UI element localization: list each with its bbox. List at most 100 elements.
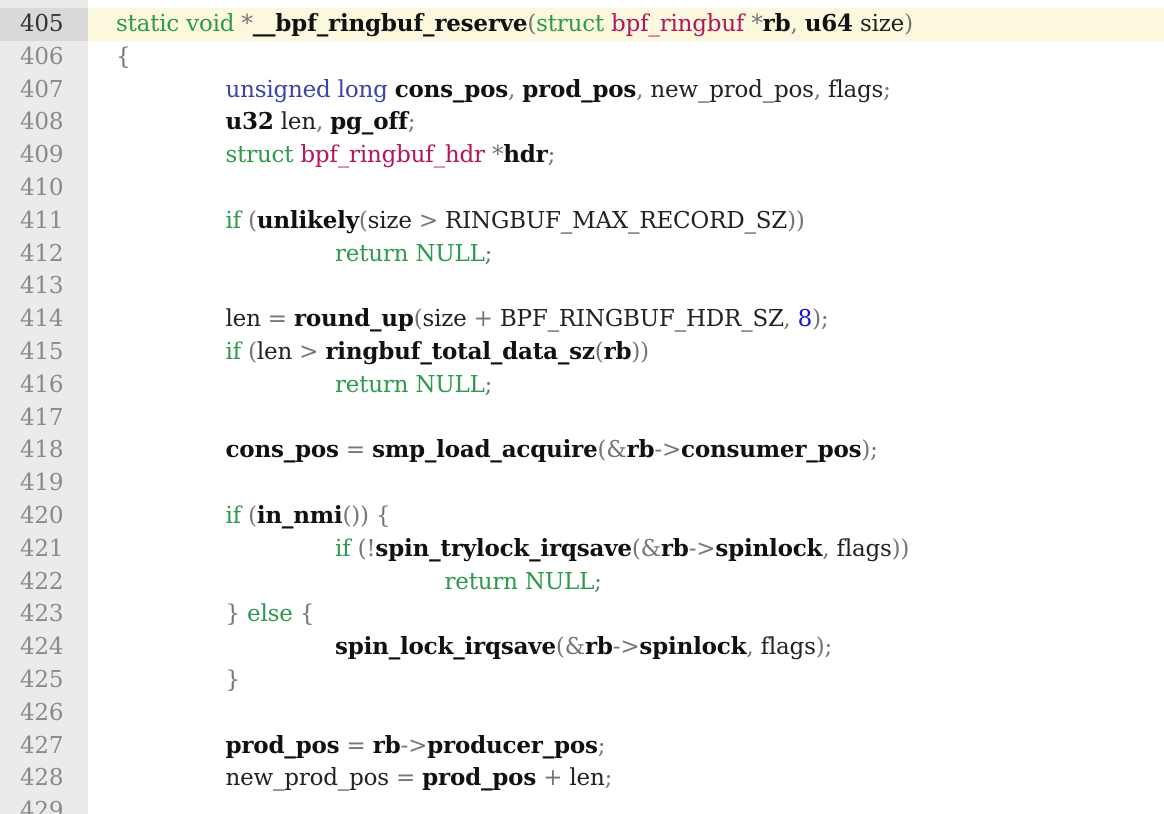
code-token: NULL xyxy=(524,568,595,595)
code-token: -> xyxy=(400,732,428,759)
code-token: ; xyxy=(547,142,556,169)
code-token: return xyxy=(335,371,416,398)
code-token: = xyxy=(339,732,373,759)
code-token: u32 xyxy=(225,108,274,136)
line-number: 429 xyxy=(20,798,64,814)
code-token: > xyxy=(411,207,446,234)
code-text: if (!spin_trylock_irqsave(&rb->spinlock,… xyxy=(335,533,909,566)
line-number: 428 xyxy=(20,765,64,792)
code-token: )) xyxy=(891,535,910,562)
code-token: flags xyxy=(836,535,892,562)
code-text: prod_pos = rb->producer_pos; xyxy=(226,730,606,763)
code-token: round_up xyxy=(293,305,414,333)
code-token: ; xyxy=(597,732,606,759)
line-number: 422 xyxy=(20,568,64,595)
code-token: size xyxy=(852,11,905,37)
code-token: rb xyxy=(584,633,613,661)
code-token: bpf_ringbuf xyxy=(611,11,745,37)
code-text: } xyxy=(226,664,241,697)
code-line[interactable]: 424 spin_lock_irqsave(&rb->spinlock, flag… xyxy=(0,631,1164,664)
line-number: 410 xyxy=(20,174,64,201)
code-token: NULL xyxy=(415,240,485,267)
code-token: RINGBUF_MAX_RECORD_SZ xyxy=(445,207,788,234)
code-text: if (len > ringbuf_total_data_sz(rb)) xyxy=(226,336,650,369)
line-number: 417 xyxy=(20,404,64,431)
code-text: len = round_up(size + BPF_RINGBUF_HDR_SZ… xyxy=(226,303,829,336)
code-token: ( xyxy=(527,11,537,37)
code-text: static void *__bpf_ringbuf_reserve(struc… xyxy=(116,8,913,41)
code-line[interactable]: 429 xyxy=(0,795,1164,814)
code-token: -> xyxy=(654,437,682,464)
code-token: rb xyxy=(603,337,632,365)
code-token: { xyxy=(116,43,131,70)
code-line[interactable]: 406{ xyxy=(0,41,1164,74)
code-line[interactable]: 423} else { xyxy=(0,598,1164,631)
code-token: struct xyxy=(225,142,301,169)
code-token: prod_pos xyxy=(522,75,637,103)
code-token: pg_off xyxy=(330,108,408,136)
line-number: 419 xyxy=(20,470,64,497)
code-token: , xyxy=(636,76,651,103)
code-line[interactable]: 425} xyxy=(0,664,1164,697)
code-token: )) xyxy=(631,338,649,365)
code-token: spin_trylock_irqsave xyxy=(375,534,632,562)
code-token: ; xyxy=(484,371,493,398)
code-token: len xyxy=(273,109,316,136)
code-token: unlikely xyxy=(256,206,359,234)
code-token: smp_load_acquire xyxy=(372,436,598,464)
code-token: cons_pos xyxy=(225,436,339,464)
code-token: rb xyxy=(762,10,791,37)
code-token: return xyxy=(335,240,416,267)
code-token: consumer_pos xyxy=(681,436,862,464)
code-token: , xyxy=(746,634,761,661)
code-token: spin_lock_irqsave xyxy=(335,633,556,661)
code-token: return xyxy=(444,568,525,595)
code-token: hdr xyxy=(503,141,548,169)
code-line[interactable]: 417 xyxy=(0,402,1164,435)
code-text: spin_lock_irqsave(&rb->spinlock, flags); xyxy=(335,631,832,664)
code-token: ); xyxy=(815,634,833,661)
code-text: new_prod_pos = prod_pos + len; xyxy=(226,762,613,795)
code-token: __bpf_ringbuf_reserve xyxy=(252,10,528,37)
code-token: size xyxy=(367,207,412,234)
code-token: ) xyxy=(904,11,913,37)
code-token: ; xyxy=(407,109,416,136)
code-text: } else { xyxy=(226,598,315,631)
code-line[interactable]: 410 xyxy=(0,172,1164,205)
code-token: rb xyxy=(626,436,655,464)
code-text: cons_pos = smp_load_acquire(&rb->consume… xyxy=(226,434,878,467)
code-token: ); xyxy=(861,437,878,464)
code-text: return NULL; xyxy=(335,369,492,402)
code-token: ; xyxy=(604,765,613,792)
code-token: len xyxy=(225,306,261,333)
code-text: if (unlikely(size > RINGBUF_MAX_RECORD_S… xyxy=(226,205,805,238)
code-token: ); xyxy=(812,306,829,333)
code-text: if (in_nmi()) { xyxy=(226,500,391,533)
line-number: 424 xyxy=(20,634,64,661)
code-line[interactable]: 413 xyxy=(0,270,1164,303)
code-line[interactable]: 419 xyxy=(0,467,1164,500)
code-token: { xyxy=(299,601,315,628)
code-line[interactable]: 426 xyxy=(0,697,1164,730)
code-text: return NULL; xyxy=(335,238,492,271)
line-number-gutter xyxy=(0,0,88,814)
code-token: if xyxy=(335,535,358,562)
code-line[interactable]: 428 new_prod_pos = prod_pos + len; xyxy=(0,762,1164,795)
code-token: rb xyxy=(660,534,689,562)
